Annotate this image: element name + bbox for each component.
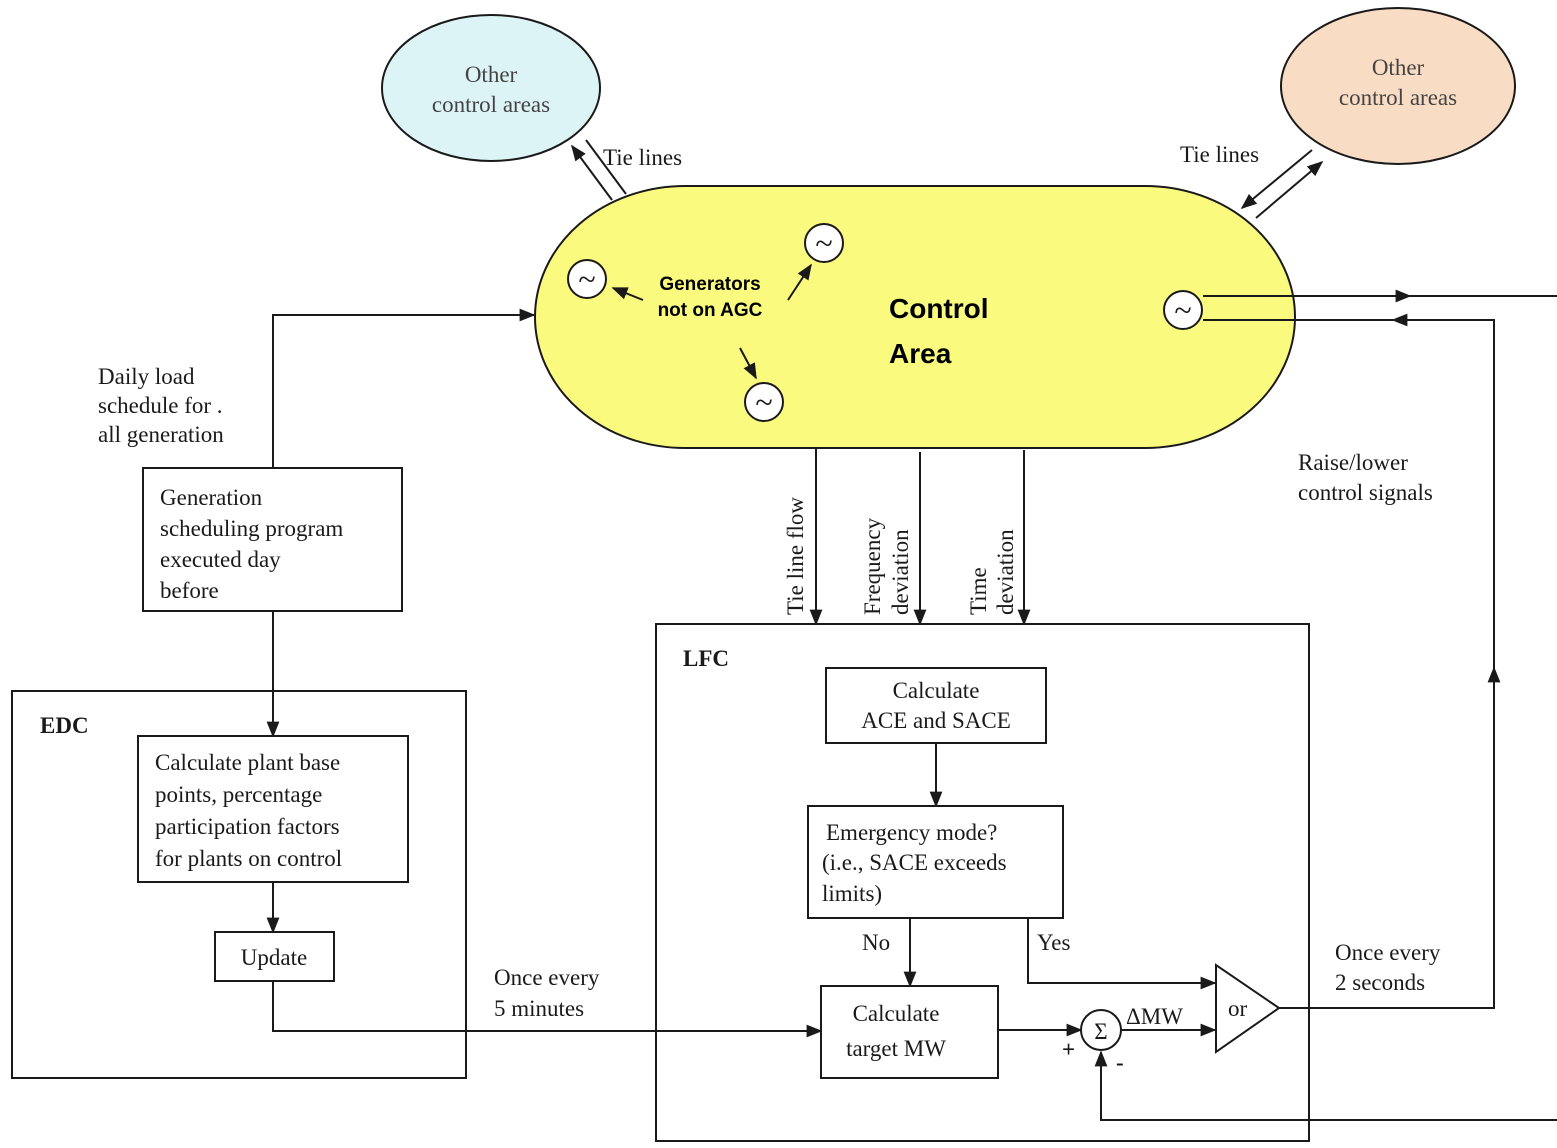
raise-lower-line-2: control signals [1298,480,1433,505]
gen-sched-line-4: before [160,578,219,603]
once-5min-line-2: 5 minutes [494,996,584,1021]
freq-deviation-label: deviation [888,529,913,615]
svg-text:~: ~ [1174,292,1191,328]
edc-calc-line-1: Calculate plant base [155,750,340,775]
once-2sec-line-2: 2 seconds [1335,970,1425,995]
update-to-target-arrow [272,981,823,1038]
ace-line-2: ACE and SACE [861,708,1011,733]
generators-label-1: Generators [659,274,760,295]
edc-calc-line-3: participation factors [155,814,340,839]
feedback-line [1094,1050,1557,1121]
daily-load-label-1: Daily load [98,364,195,389]
gen-sched-line-2: scheduling program [160,516,343,541]
tie-lines-left [571,139,627,201]
frequency-label: Frequency [860,517,885,615]
gen-sched-line-3: executed day [160,547,281,572]
generator-pointer-arrows [611,263,812,380]
or-gate [1215,963,1281,1054]
control-area-label-1: Control [889,293,989,324]
minus-sign: - [1116,1050,1124,1075]
emergency-box [807,805,1064,919]
tie-lines-left-label: Tie lines [603,145,682,170]
generator-3: ~ [744,382,784,422]
control-area-label-2: Area [889,338,952,369]
emergency-line-2: (i.e., SACE exceeds [822,850,1007,875]
lfc-title: LFC [683,646,729,671]
time-label: Time [966,567,991,615]
ace-line-1: Calculate [893,678,980,703]
yes-label: Yes [1037,930,1071,955]
time-deviation-label: deviation [993,529,1018,615]
other-area-right-label-2: control areas [1339,85,1457,110]
sum-symbol: Σ [1094,1019,1107,1044]
update-label: Update [241,945,307,970]
daily-load-label-3: all generation [98,422,224,447]
daily-load-arrow [272,308,536,468]
signal-arrows [809,448,1031,626]
no-label: No [862,930,890,955]
raise-lower-return [1203,319,1495,668]
generator-1: ~ [567,259,607,299]
edc-calc-box [137,735,409,883]
target-mw-box [820,985,999,1079]
edc-box [11,690,467,1079]
generator-2: ~ [804,223,844,263]
edc-calc-line-2: points, percentage [155,782,322,807]
plus-sign: + [1062,1037,1075,1062]
tie-line-flow-label: Tie line flow [783,497,808,615]
lfc-box [655,623,1310,1142]
svg-text:~: ~ [578,261,595,297]
target-line-2: target MW [846,1036,946,1061]
other-area-left-ellipse [381,14,601,162]
daily-load-label-2: schedule for . [98,393,223,418]
or-to-control-arrow [1279,666,1501,1009]
tie-lines-right [1240,149,1324,219]
delta-mw-label: ΔMW [1126,1004,1183,1029]
other-area-right-ellipse [1280,7,1516,165]
svg-text:~: ~ [815,225,832,261]
generation-scheduling-box [142,467,403,612]
or-label: or [1228,996,1248,1021]
target-line-1: Calculate [853,1001,940,1026]
other-area-left-label-1: Other [465,62,518,87]
update-box [214,931,335,982]
svg-text:~: ~ [755,384,772,420]
gen-sched-line-1: Generation [160,485,263,510]
once-5min-line-1: Once every [494,965,600,990]
generators-label-2: not on AGC [658,300,763,321]
yes-arrow [1027,918,1217,990]
other-area-left-label-2: control areas [432,92,550,117]
emergency-line-1: Emergency mode? [826,820,997,845]
generator-agc: ~ [1163,290,1203,330]
edc-calc-line-4: for plants on control [155,846,342,871]
raise-lower-line-1: Raise/lower [1298,450,1408,475]
edc-title: EDC [40,713,89,738]
emergency-line-3: limits) [822,881,882,906]
other-area-right-label-1: Other [1372,55,1425,80]
ace-box [825,667,1047,744]
once-2sec-line-1: Once every [1335,940,1441,965]
tie-lines-right-label: Tie lines [1180,142,1259,167]
